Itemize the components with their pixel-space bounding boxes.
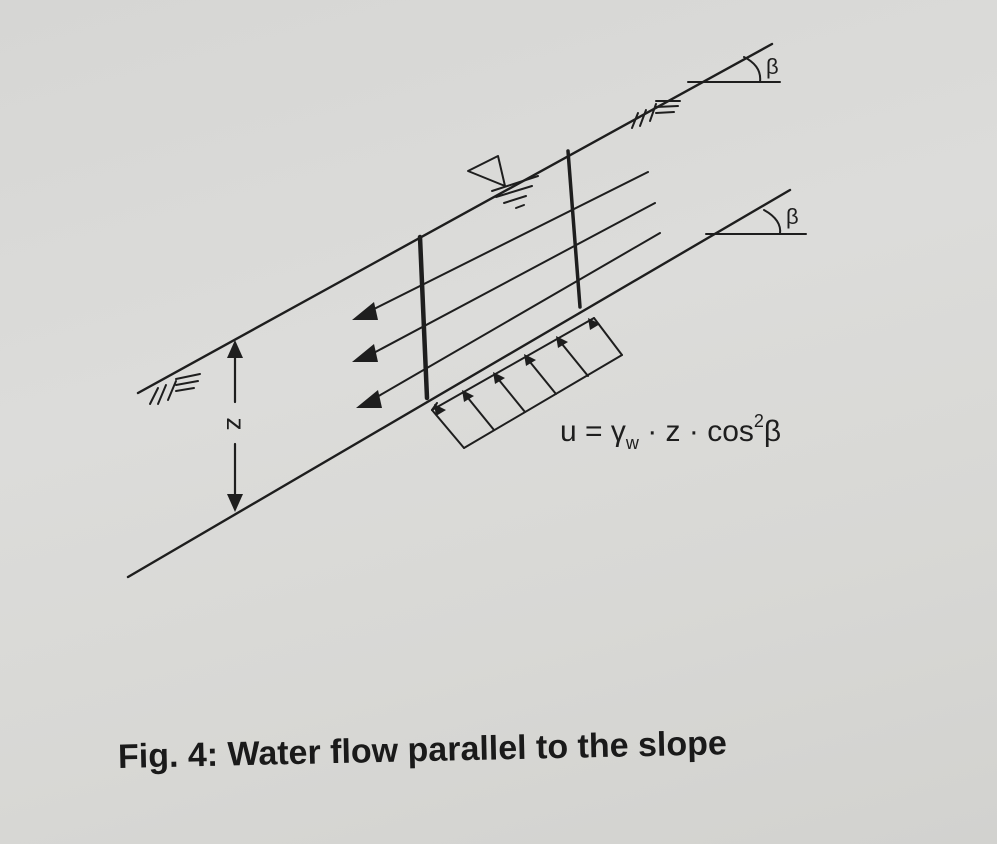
- bottom-angle-arc: [763, 209, 782, 235]
- depth-z-label: z: [221, 418, 251, 431]
- down-arrow-icon: [227, 494, 243, 512]
- slice-left-boundary: [417, 234, 430, 401]
- ground-surface-line: [136, 42, 774, 395]
- top-beta-label: β: [766, 54, 779, 79]
- slip-surface-line: [126, 188, 792, 579]
- pore-pressure-formula: u = γw · z · cos2β: [560, 411, 781, 453]
- flow-arrow-icon: [356, 390, 382, 408]
- flow-arrow-icon: [352, 302, 378, 320]
- pressure-arrow-icon: [556, 336, 568, 348]
- ground-hatch-icon-left: [149, 373, 201, 405]
- depth-dimension: z: [221, 340, 251, 512]
- pressure-arrow-icon: [434, 404, 446, 416]
- pressure-arrow-icon: [462, 390, 474, 402]
- ground-hatch-icon-right: [631, 100, 681, 129]
- up-arrow-icon: [227, 340, 243, 358]
- pore-pressure-distribution: [431, 317, 623, 449]
- flow-lines: [352, 171, 661, 408]
- pressure-arrow-icon: [524, 354, 536, 366]
- pressure-arrow-icon: [493, 372, 505, 384]
- flow-arrow-icon: [352, 344, 378, 362]
- bottom-beta-label: β: [786, 204, 799, 229]
- top-angle-arc: [743, 56, 762, 83]
- water-table-triangle-icon: [467, 155, 539, 209]
- pressure-arrow-icon: [588, 318, 600, 330]
